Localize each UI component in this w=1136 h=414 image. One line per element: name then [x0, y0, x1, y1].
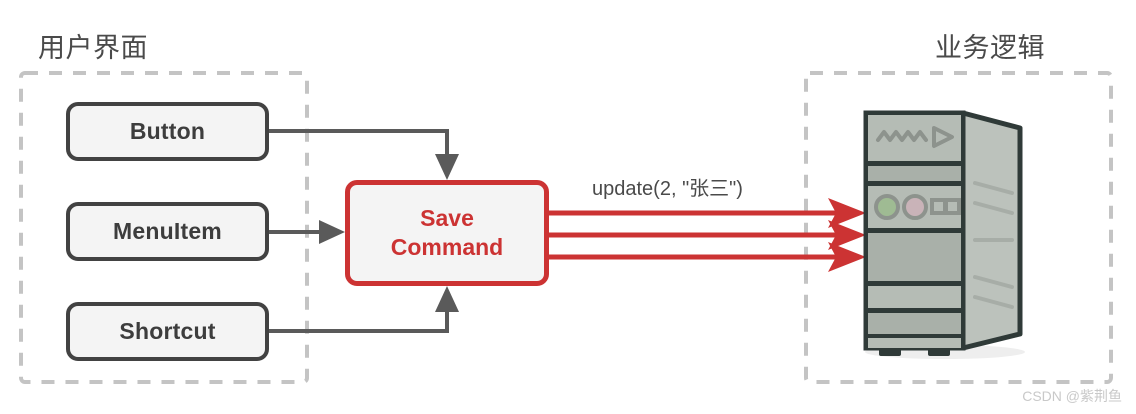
edge-command-to-server-1 — [549, 198, 866, 228]
edge-command-to-server-2 — [549, 220, 866, 250]
group-box-ui — [19, 71, 309, 384]
edge-label-update-call: update(2, "张三") — [592, 178, 743, 200]
group-title-user-interface: 用户界面 — [38, 33, 148, 63]
group-title-business-logic: 业务逻辑 — [935, 33, 1045, 63]
node-menuitem[interactable]: MenuItem — [66, 202, 269, 261]
node-shortcut[interactable]: Shortcut — [66, 302, 269, 361]
server-tower-icon — [863, 110, 1025, 359]
edge-button-to-command — [269, 129, 459, 180]
node-save-command[interactable]: Save Command — [345, 180, 549, 286]
edge-command-to-server-3 — [549, 242, 866, 272]
node-save-command-line2: Command — [390, 234, 504, 260]
watermark: CSDN @紫荆鱼 — [1022, 388, 1122, 404]
node-save-command-line1: Save — [420, 204, 474, 231]
edge-shortcut-to-command — [269, 286, 459, 333]
group-box-business — [804, 71, 1113, 384]
edge-menuitem-to-command — [269, 220, 345, 244]
node-button[interactable]: Button — [66, 102, 269, 161]
